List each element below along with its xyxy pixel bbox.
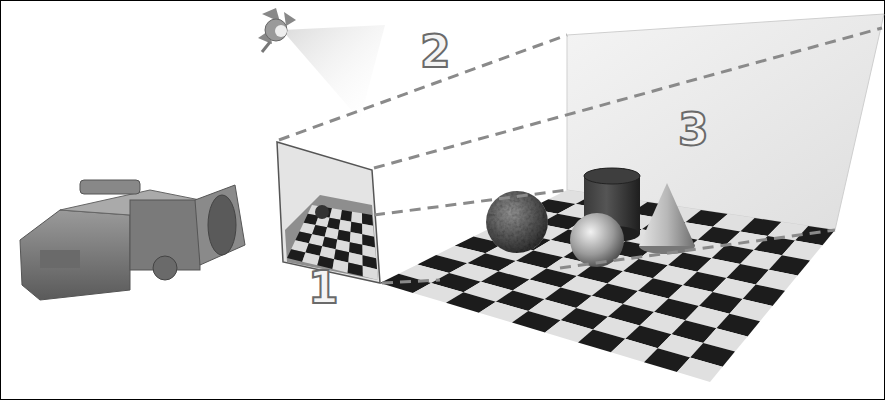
image-plane [277,142,380,283]
callout-number: 2 [420,30,451,74]
spotlight [258,8,296,52]
camera [20,180,245,300]
checker-floor [380,190,835,382]
scene-objects [486,168,695,267]
callout-number: 1 [308,266,339,310]
callout-number: 3 [678,108,709,152]
view-ray [279,28,882,283]
